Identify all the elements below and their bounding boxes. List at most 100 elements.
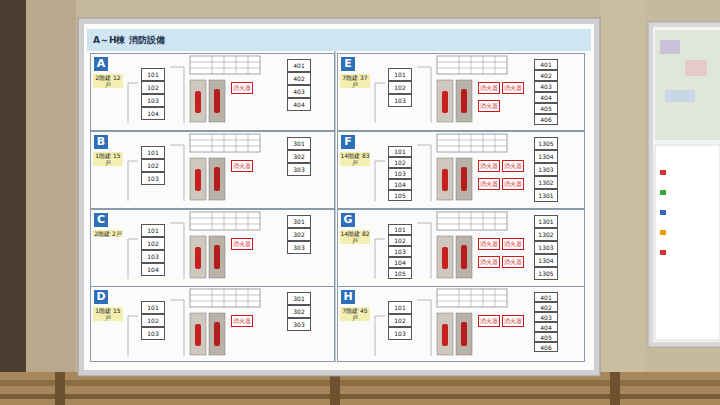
room-box: 102 <box>388 157 412 168</box>
room-number: 1302 <box>538 179 553 186</box>
board-frame <box>78 18 600 376</box>
room-number: 1303 <box>538 166 553 173</box>
room-number: 101 <box>147 71 158 78</box>
building-letter: C <box>94 213 108 227</box>
panel-illustration <box>128 212 260 279</box>
room-box: 301 <box>287 292 311 305</box>
room-box: 401 <box>534 59 558 70</box>
room-box: 104 <box>388 179 412 190</box>
room-number: 401 <box>293 62 304 69</box>
room-box: 404 <box>534 322 558 332</box>
building-letter: A <box>94 57 108 71</box>
panel-illustration <box>375 56 507 123</box>
room-number: 104 <box>147 110 158 117</box>
extinguisher-tag: 消火器 <box>478 238 500 250</box>
room-number: 1304 <box>538 153 553 160</box>
room-number: 403 <box>540 314 551 321</box>
room-number: 102 <box>147 162 158 169</box>
room-box: 101 <box>388 224 412 235</box>
room-number: 103 <box>394 248 405 255</box>
room-number: 1304 <box>538 257 553 264</box>
room-box: 406 <box>534 342 558 352</box>
room-number: 101 <box>394 71 405 78</box>
room-number: 1305 <box>538 270 553 277</box>
room-number: 103 <box>147 97 158 104</box>
room-box: 302 <box>287 228 311 241</box>
room-number: 102 <box>394 237 405 244</box>
building-letter: F <box>341 135 355 149</box>
wall <box>600 0 645 405</box>
room-number: 406 <box>540 344 551 351</box>
floor-info: 2階建 2戸 <box>93 230 123 237</box>
floor-info: 14階建 82戸 <box>340 230 370 244</box>
panel-illustration <box>128 56 260 123</box>
room-box: 101 <box>388 68 412 81</box>
room-box: 103 <box>388 327 412 340</box>
room-box: 402 <box>287 72 311 85</box>
room-number: 103 <box>147 253 158 260</box>
extinguisher-tag: 消火器 <box>231 315 253 327</box>
room-number: 101 <box>394 148 405 155</box>
dark-edge <box>0 0 26 405</box>
room-box: 303 <box>287 318 311 331</box>
room-box: 301 <box>287 137 311 150</box>
room-number: 404 <box>540 94 551 101</box>
room-box: 404 <box>534 92 558 103</box>
extinguisher-tag: 消火器 <box>502 82 524 94</box>
floor-info: 2階建 12戸 <box>93 74 123 88</box>
extinguisher-tag: 消火器 <box>478 100 500 112</box>
room-box: 103 <box>141 172 165 185</box>
room-box: 302 <box>287 150 311 163</box>
room-box: 406 <box>534 114 558 125</box>
floor-info: 1階建 15戸 <box>93 307 123 321</box>
room-box: 102 <box>141 81 165 94</box>
room-number: 101 <box>394 226 405 233</box>
room-box: 1301 <box>534 215 558 228</box>
extinguisher-tag: 消火器 <box>478 82 500 94</box>
building-letter: B <box>94 135 108 149</box>
room-box: 102 <box>388 235 412 246</box>
room-number: 303 <box>293 244 304 251</box>
extinguisher-tag: 消火器 <box>502 160 524 172</box>
room-number: 1305 <box>538 140 553 147</box>
room-box: 101 <box>141 301 165 314</box>
room-box: 301 <box>287 215 311 228</box>
room-number: 401 <box>540 294 551 301</box>
room-number: 104 <box>394 181 405 188</box>
room-box: 403 <box>534 81 558 92</box>
room-box: 101 <box>388 301 412 314</box>
room-box: 1301 <box>534 189 558 202</box>
room-box: 104 <box>141 263 165 276</box>
room-box: 1302 <box>534 228 558 241</box>
room-number: 104 <box>147 266 158 273</box>
room-number: 404 <box>293 101 304 108</box>
extinguisher-tag: 消火器 <box>502 178 524 190</box>
building-letter: D <box>94 290 108 304</box>
room-box: 401 <box>534 292 558 302</box>
room-number: 102 <box>394 317 405 324</box>
room-number: 303 <box>293 166 304 173</box>
room-box: 103 <box>141 250 165 263</box>
room-box: 302 <box>287 305 311 318</box>
room-box: 104 <box>141 107 165 120</box>
room-box: 404 <box>287 98 311 111</box>
floor-info: 1階建 15戸 <box>93 152 123 166</box>
room-box: 405 <box>534 332 558 342</box>
extinguisher-tag: 消火器 <box>231 82 253 94</box>
room-number: 103 <box>147 330 158 337</box>
room-box: 303 <box>287 163 311 176</box>
room-number: 102 <box>394 159 405 166</box>
room-box: 1303 <box>534 163 558 176</box>
extinguisher-tag: 消火器 <box>478 160 500 172</box>
building-panel: D 1階建 15戸 101 102 103 301302303 消火器 <box>90 286 335 362</box>
panel-illustration <box>375 134 507 201</box>
room-box: 102 <box>141 314 165 327</box>
room-box: 103 <box>141 327 165 340</box>
room-box: 102 <box>141 237 165 250</box>
room-number: 102 <box>147 317 158 324</box>
floor-info: 14階建 83戸 <box>340 152 370 166</box>
room-number: 105 <box>394 270 405 277</box>
room-box: 303 <box>287 241 311 254</box>
legend-dot <box>660 210 666 215</box>
